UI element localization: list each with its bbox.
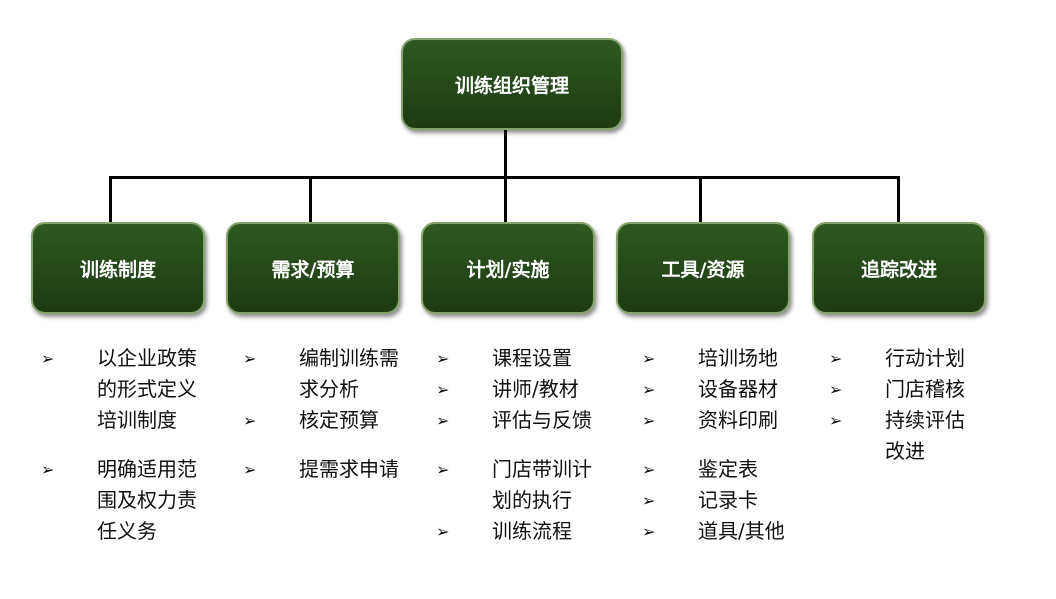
arrow-icon: ➢ (829, 380, 843, 399)
bullet-text: 提需求申请 (299, 457, 399, 481)
arrow-icon: ➢ (642, 460, 656, 479)
arrow-icon: ➢ (642, 380, 656, 399)
bullet-item: ➢ 道具/其他 (642, 516, 812, 547)
bullet-column-4: ➢ 培训场地 ➢ 设备器材 ➢ 资料印刷 ➢ 鉴定表 ➢ 记录卡 ➢ 道具/其他 (642, 343, 812, 547)
arrow-icon: ➢ (41, 460, 55, 479)
bullet-text: 编制训练需求分析 (299, 346, 399, 401)
arrow-icon: ➢ (829, 411, 843, 430)
bullet-item: ➢ 编制训练需求分析 (243, 343, 413, 405)
bullet-text: 明确适用范围及权力责任义务 (97, 457, 197, 543)
drop-line-4 (699, 176, 702, 223)
bullet-item: ➢ 持续评估改进 (829, 405, 979, 467)
bullet-text: 行动计划 (885, 346, 965, 370)
category-node-1: 训练制度 (31, 222, 205, 314)
arrow-icon: ➢ (436, 411, 450, 430)
bullet-text: 门店稽核 (885, 377, 965, 401)
category-node-4: 工具/资源 (616, 222, 790, 314)
root-node-label: 训练组织管理 (454, 74, 569, 97)
bullet-item: ➢ 核定预算 (243, 405, 413, 436)
arrow-icon: ➢ (243, 460, 257, 479)
bullet-column-1: ➢ 以企业政策的形式定义培训制度 ➢ 明确适用范围及权力责任义务 (41, 343, 213, 547)
category-label: 追踪改进 (860, 258, 937, 281)
arrow-icon: ➢ (243, 349, 257, 368)
bullet-item: ➢ 培训场地 (642, 343, 812, 374)
category-label: 计划/实施 (466, 258, 550, 281)
bullet-text: 培训场地 (698, 346, 778, 370)
bullet-text: 核定预算 (299, 408, 379, 432)
bullet-text: 资料印刷 (698, 408, 778, 432)
arrow-icon: ➢ (436, 460, 450, 479)
category-node-5: 追踪改进 (812, 222, 986, 314)
root-stem (504, 130, 507, 178)
arrow-icon: ➢ (829, 349, 843, 368)
bullet-item: ➢ 资料印刷 (642, 405, 812, 436)
bullet-text: 门店带训计划的执行 (492, 457, 592, 512)
category-node-2: 需求/预算 (226, 222, 400, 314)
bullet-item: ➢ 记录卡 (642, 485, 812, 516)
bullet-item: ➢ 课程设置 (436, 343, 606, 374)
bullet-item: ➢ 讲师/教材 (436, 374, 606, 405)
bullet-item: ➢ 以企业政策的形式定义培训制度 (41, 343, 213, 436)
bullet-item: ➢ 行动计划 (829, 343, 979, 374)
bullet-text: 训练流程 (492, 519, 572, 543)
drop-line-1 (109, 176, 112, 223)
bullet-item: ➢ 评估与反馈 (436, 405, 606, 436)
bullet-text: 鉴定表 (698, 457, 758, 481)
bullet-item: ➢ 明确适用范围及权力责任义务 (41, 454, 213, 547)
bullet-column-2: ➢ 编制训练需求分析 ➢ 核定预算 ➢ 提需求申请 (243, 343, 413, 485)
category-node-3: 计划/实施 (421, 222, 595, 314)
bullet-item: ➢ 门店稽核 (829, 374, 979, 405)
bullet-text: 讲师/教材 (492, 377, 579, 401)
bullet-item: ➢ 鉴定表 (642, 454, 812, 485)
category-label: 工具/资源 (661, 258, 745, 281)
category-label: 训练制度 (79, 258, 156, 281)
bullet-text: 持续评估改进 (885, 408, 965, 463)
bullet-text: 记录卡 (698, 488, 758, 512)
arrow-icon: ➢ (642, 349, 656, 368)
bullet-text: 课程设置 (492, 346, 572, 370)
arrow-icon: ➢ (642, 491, 656, 510)
bullet-column-5: ➢ 行动计划 ➢ 门店稽核 ➢ 持续评估改进 (829, 343, 979, 467)
bullet-item: ➢ 提需求申请 (243, 454, 413, 485)
arrow-icon: ➢ (436, 380, 450, 399)
arrow-icon: ➢ (41, 349, 55, 368)
arrow-icon: ➢ (243, 411, 257, 430)
arrow-icon: ➢ (436, 522, 450, 541)
bullet-item: ➢ 训练流程 (436, 516, 606, 547)
arrow-icon: ➢ (642, 522, 656, 541)
arrow-icon: ➢ (436, 349, 450, 368)
root-node: 训练组织管理 (401, 38, 623, 130)
drop-line-3 (504, 176, 507, 223)
drop-line-2 (309, 176, 312, 223)
bullet-text: 以企业政策的形式定义培训制度 (97, 346, 197, 432)
arrow-icon: ➢ (642, 411, 656, 430)
bullet-item: ➢ 门店带训计划的执行 (436, 454, 606, 516)
bullet-column-3: ➢ 课程设置 ➢ 讲师/教材 ➢ 评估与反馈 ➢ 门店带训计划的执行 ➢ 训练流… (436, 343, 606, 547)
bullet-text: 评估与反馈 (492, 408, 592, 432)
category-label: 需求/预算 (271, 258, 355, 281)
bullet-text: 道具/其他 (698, 519, 785, 543)
drop-line-5 (897, 176, 900, 223)
bullet-item: ➢ 设备器材 (642, 374, 812, 405)
bullet-text: 设备器材 (698, 377, 778, 401)
